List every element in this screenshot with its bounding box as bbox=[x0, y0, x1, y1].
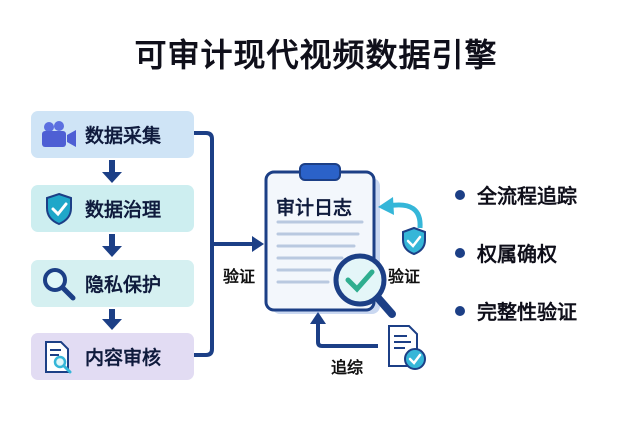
trace-arrow bbox=[316, 322, 378, 348]
bullet-dot-icon bbox=[455, 189, 465, 200]
step-privacy-protection: 隐私保护 bbox=[31, 260, 194, 307]
feature-label: 完整性验证 bbox=[477, 300, 577, 324]
verify-label-right: 验证 bbox=[388, 267, 421, 286]
clipboard-icon bbox=[264, 163, 396, 318]
step-data-governance: 数据治理 bbox=[31, 185, 194, 232]
bullet-dot-icon bbox=[455, 247, 465, 258]
step-label: 数据治理 bbox=[85, 199, 162, 221]
verify-label-left: 验证 bbox=[223, 267, 256, 286]
shield-check-icon bbox=[402, 226, 426, 256]
bracket-line bbox=[194, 131, 214, 357]
magnifier-icon bbox=[39, 264, 79, 304]
step-content-review: 内容审核 bbox=[31, 333, 194, 380]
feature-label: 权属确权 bbox=[477, 242, 557, 266]
step-label: 数据采集 bbox=[85, 125, 162, 147]
bullet-dot-icon bbox=[455, 305, 465, 316]
trace-label: 追综 bbox=[331, 358, 364, 377]
down-arrows bbox=[102, 160, 122, 330]
document-search-icon bbox=[39, 337, 79, 377]
feature-label: 全流程追踪 bbox=[477, 184, 577, 208]
step-label: 隐私保护 bbox=[85, 274, 162, 296]
page-title: 可审计现代视频数据引擎 bbox=[134, 36, 498, 74]
feature-item: 全流程追踪 bbox=[455, 180, 577, 209]
video-camera-icon bbox=[39, 115, 79, 155]
feature-item: 权属确权 bbox=[455, 238, 557, 267]
step-data-collection: 数据采集 bbox=[31, 111, 194, 158]
shield-check-icon bbox=[39, 189, 79, 229]
feature-item: 完整性验证 bbox=[455, 296, 577, 325]
document-check-icon bbox=[388, 325, 426, 370]
step-label: 内容审核 bbox=[85, 347, 162, 369]
audit-log-title: 审计日志 bbox=[276, 197, 353, 219]
